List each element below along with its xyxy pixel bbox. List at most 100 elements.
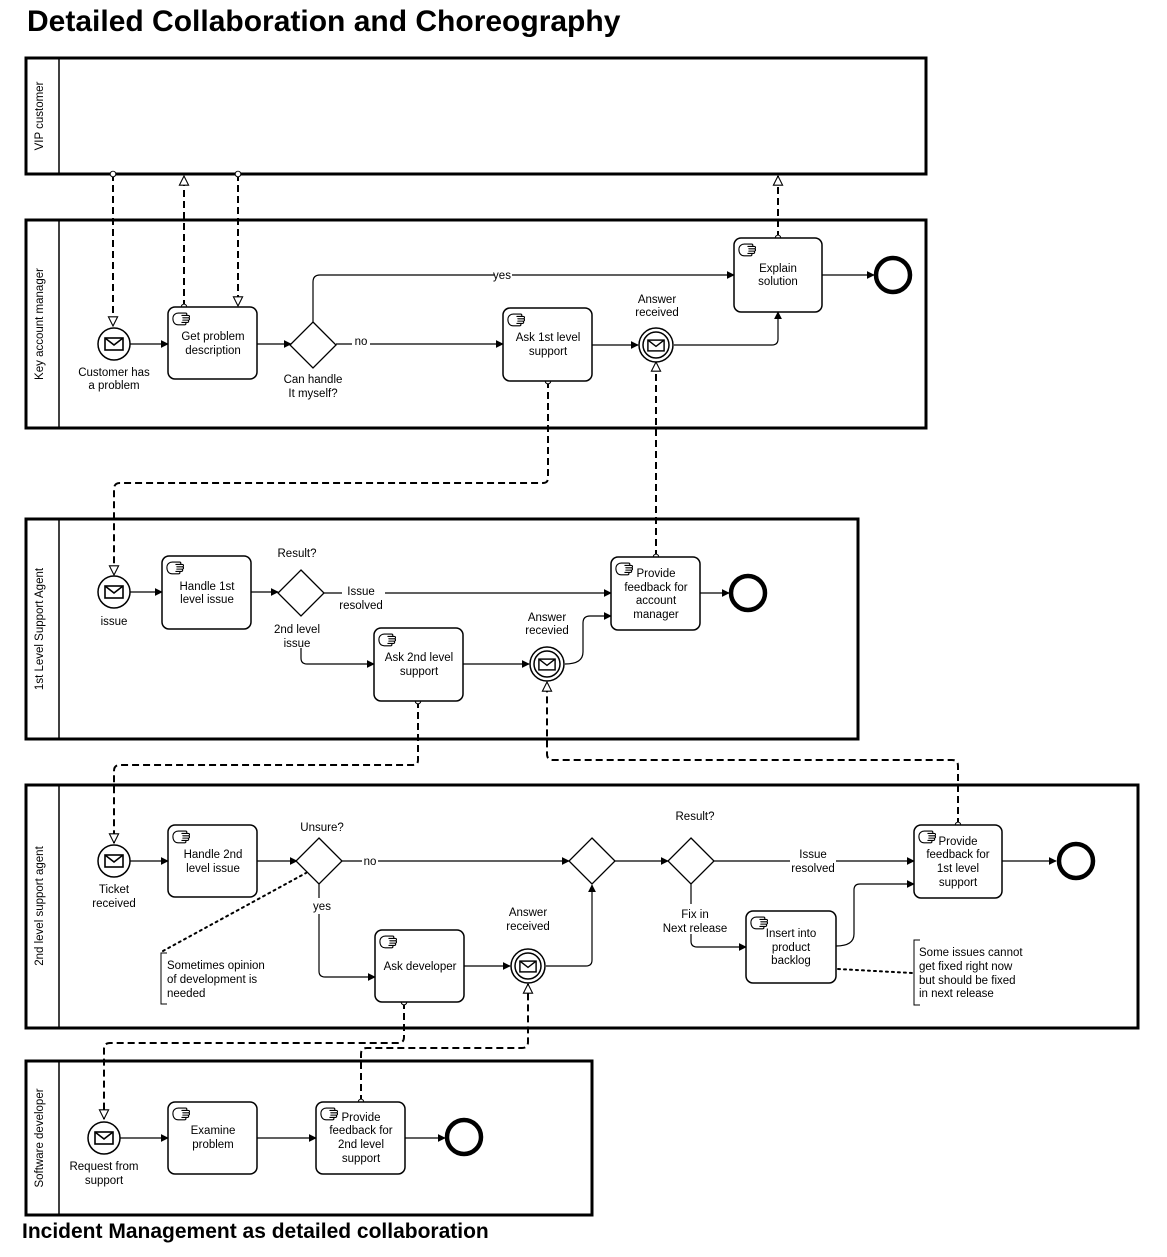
kam-answer-label-1: Answer bbox=[638, 294, 677, 306]
msg-ask-l2 bbox=[114, 701, 418, 843]
annotation-text: needed bbox=[167, 988, 205, 1000]
task-feedback-account-manager[interactable]: Provide feedback for account manager bbox=[610, 556, 701, 631]
l1-gateway-label: Result? bbox=[278, 548, 317, 560]
kam-answer-label-2: received bbox=[635, 307, 678, 319]
pool-vip-customer: VIP customer bbox=[24, 56, 928, 176]
kam-yes-label: yes bbox=[493, 270, 511, 282]
task-label: Provide bbox=[637, 568, 676, 580]
task-ask-2nd-level-support[interactable]: Ask 2nd level support bbox=[373, 627, 464, 702]
l2-gateway-result[interactable] bbox=[667, 837, 715, 885]
envelope-icon bbox=[104, 585, 124, 599]
l1-end-event[interactable] bbox=[728, 573, 768, 613]
l1-start-event[interactable] bbox=[97, 575, 131, 609]
task-label: feedback for bbox=[329, 1125, 392, 1137]
l2-resolved-label-2: resolved bbox=[791, 863, 834, 875]
l2-yes-label: yes bbox=[313, 901, 331, 913]
task-ask-developer[interactable]: Ask developer bbox=[374, 929, 465, 1003]
l1-2nd-level-label-2: issue bbox=[284, 638, 311, 650]
task-label: Handle 1st bbox=[180, 581, 236, 593]
page-title: Detailed Collaboration and Choreography bbox=[27, 5, 621, 38]
annotation-text: get fixed right now bbox=[919, 961, 1013, 973]
l1-gateway-result[interactable] bbox=[277, 569, 325, 617]
kam-no-label: no bbox=[355, 336, 368, 348]
task-label: Provide bbox=[342, 1112, 381, 1124]
annotation-development-opinion: Sometimes opinion of development is need… bbox=[160, 872, 307, 1005]
kam-start-label-1: Customer has bbox=[78, 367, 150, 379]
task-label: support bbox=[342, 1153, 381, 1165]
pool-label-vip: VIP customer bbox=[34, 81, 46, 150]
kam-end-event[interactable] bbox=[873, 255, 913, 295]
annotation-text: Some issues cannot bbox=[919, 947, 1023, 959]
task-label: Insert into bbox=[766, 928, 817, 940]
msg-feedback-to-l1 bbox=[547, 682, 958, 825]
envelope-icon bbox=[104, 337, 124, 351]
task-label: problem bbox=[192, 1139, 234, 1151]
task-label: level issue bbox=[186, 863, 240, 875]
l2-result-label: Result? bbox=[676, 811, 715, 823]
task-examine-problem[interactable]: Examine problem bbox=[167, 1101, 258, 1175]
l2-no-label: no bbox=[364, 856, 377, 868]
l1-start-label: issue bbox=[101, 616, 128, 628]
pool-label-l2: 2nd level support agent bbox=[34, 845, 46, 965]
envelope-icon bbox=[538, 658, 556, 671]
task-label: support bbox=[529, 346, 568, 358]
l2-start-event[interactable] bbox=[97, 844, 131, 878]
l1-resolved-label-2: resolved bbox=[339, 600, 382, 612]
task-label: Ask 1st level bbox=[516, 332, 581, 344]
pool-label-kam: Key account manager bbox=[34, 268, 46, 380]
dev-start-label-2: support bbox=[85, 1175, 124, 1187]
task-label: level issue bbox=[180, 594, 234, 606]
task-feedback-1st-level-support[interactable]: Provide feedback for 1st level support bbox=[913, 824, 1003, 899]
task-label: Examine bbox=[191, 1125, 236, 1137]
l1-answer-label-1: Answer bbox=[528, 612, 567, 624]
task-label: manager bbox=[633, 609, 679, 621]
dev-start-label-1: Request from bbox=[69, 1161, 138, 1173]
task-label: backlog bbox=[771, 955, 811, 967]
annotation-text: Sometimes opinion bbox=[167, 960, 265, 972]
figure-caption: Incident Management as detailed collabor… bbox=[22, 1220, 489, 1243]
task-ask-1st-level-support[interactable]: Ask 1st level support bbox=[502, 307, 593, 382]
l2-unsure-label: Unsure? bbox=[300, 822, 343, 834]
task-label: Handle 2nd bbox=[184, 849, 243, 861]
l2-start-label-1: Ticket bbox=[99, 884, 130, 896]
task-label: product bbox=[772, 942, 811, 954]
l2-merge-gateway[interactable] bbox=[568, 837, 616, 885]
task-explain-solution[interactable]: Explain solution bbox=[733, 237, 823, 313]
message-flows bbox=[104, 174, 958, 1119]
kam-intermediate-message-event[interactable] bbox=[638, 327, 674, 363]
task-handle-1st-level-issue[interactable]: Handle 1st level issue bbox=[161, 555, 252, 630]
task-label: description bbox=[185, 345, 241, 357]
l2-intermediate-message-event[interactable] bbox=[510, 948, 546, 984]
envelope-icon bbox=[519, 960, 537, 973]
task-label: account bbox=[636, 595, 677, 607]
task-handle-2nd-level-issue[interactable]: Handle 2nd level issue bbox=[167, 824, 258, 898]
annotation-text: of development is bbox=[167, 974, 257, 986]
task-label: solution bbox=[758, 276, 798, 288]
task-label: 2nd level bbox=[338, 1139, 384, 1151]
kam-sequence-flows bbox=[130, 271, 875, 349]
dev-end-event[interactable] bbox=[444, 1117, 484, 1157]
task-get-problem-description[interactable]: Get problem description bbox=[167, 306, 258, 380]
l2-answer-label-2: received bbox=[506, 921, 549, 933]
task-label: Explain bbox=[759, 263, 797, 275]
l2-end-event[interactable] bbox=[1056, 841, 1096, 881]
task-insert-product-backlog[interactable]: Insert into product backlog bbox=[745, 910, 837, 984]
envelope-icon bbox=[104, 854, 124, 868]
task-label: 1st level bbox=[937, 863, 979, 875]
task-label: Get problem bbox=[181, 331, 244, 343]
l2-gateway-unsure[interactable] bbox=[295, 837, 343, 885]
task-label: feedback for bbox=[624, 582, 687, 594]
kam-start-event[interactable] bbox=[97, 327, 131, 361]
gateway-can-handle[interactable] bbox=[289, 321, 337, 369]
dev-start-event[interactable] bbox=[87, 1121, 121, 1155]
l2-fix-label-2: Next release bbox=[663, 923, 728, 935]
task-feedback-2nd-level-support[interactable]: Provide feedback for 2nd level support bbox=[315, 1101, 406, 1175]
l1-intermediate-message-event[interactable] bbox=[529, 646, 565, 682]
task-label: support bbox=[939, 877, 978, 889]
task-label: feedback for bbox=[926, 849, 989, 861]
l2-sequence-flows bbox=[130, 857, 1057, 981]
l1-sequence-flows bbox=[130, 588, 730, 668]
pool-label-dev: Software developer bbox=[34, 1088, 46, 1187]
kam-start-label-2: a problem bbox=[88, 380, 139, 392]
task-label: Ask developer bbox=[384, 961, 457, 973]
